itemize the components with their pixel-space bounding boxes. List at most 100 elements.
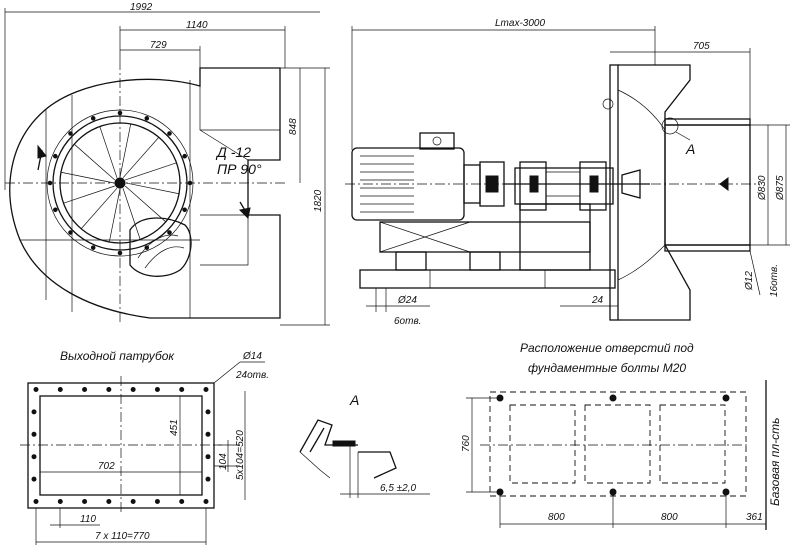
outlet-bolt-hole	[205, 409, 211, 415]
outlet-bolt-hole	[179, 387, 185, 392]
terminal-bolt	[432, 136, 442, 146]
impeller-blade	[119, 123, 132, 178]
outlet-bolt-hole	[82, 499, 88, 504]
outlet-bolt-hole	[57, 499, 63, 504]
outlet-bolt-hole	[130, 499, 136, 504]
dim-outlet-step-h: 110	[80, 514, 96, 525]
dim-outlet-step: 104	[218, 453, 229, 470]
impeller-blade	[63, 185, 115, 204]
base-plane-label: Базовая пл-сть	[768, 418, 782, 506]
volute-casing	[9, 67, 281, 319]
dim-outlet-pitch-v: 5x104=520	[235, 430, 246, 480]
outlet-bolt-hole	[31, 476, 37, 482]
flange-bottom-plate	[664, 244, 751, 252]
detail-leader	[675, 131, 691, 141]
inlet-bolt	[90, 116, 96, 121]
bearing-left	[519, 161, 547, 211]
outlet-bolt-hole	[154, 499, 160, 504]
foundation-cell-2	[584, 404, 651, 484]
rotation-arrowhead-right	[238, 207, 251, 220]
cutaway-blades	[137, 234, 185, 269]
outlet-bolt-hole	[31, 454, 37, 460]
inlet-bolt	[182, 153, 187, 159]
dim-length: Lmax-3000	[495, 18, 545, 29]
impeller-blade	[122, 188, 141, 240]
impeller-blade	[60, 171, 115, 184]
impeller-blade	[125, 162, 177, 181]
fan-lifting-lug	[602, 98, 614, 110]
dim-flange-hole-count: 16отв.	[769, 264, 780, 297]
dim-bore-count: 6отв.	[394, 316, 421, 327]
dim-outlet-hole: Ø14	[242, 351, 262, 362]
dim-outlet-depth: 705	[693, 41, 710, 52]
dim-bore-diameter: Ø24	[397, 295, 417, 306]
outlet-hole-leader	[213, 361, 241, 384]
outlet-bolt-hole	[82, 387, 88, 392]
foundation-cell-3	[659, 404, 726, 484]
outlet-bolt-hole	[106, 499, 112, 504]
detail-wall-profile	[299, 419, 358, 453]
inlet-bolt	[53, 207, 58, 213]
fan-model-label: Д -12	[215, 144, 251, 160]
outlet-bolt-hole	[179, 499, 185, 504]
dim-flange-hole: Ø12	[744, 271, 755, 291]
inlet-bolt	[144, 245, 150, 250]
detail-title: А	[349, 392, 359, 408]
frame-leg-mid	[469, 251, 501, 271]
flow-arrow	[719, 177, 729, 191]
fan-housing-profile	[618, 64, 691, 321]
outlet-flange	[664, 124, 751, 246]
outlet-bolt-hole	[31, 409, 37, 415]
inlet-bolt	[68, 230, 73, 235]
dim-outlet-hole-count: 24отв.	[235, 370, 269, 381]
motor-side-view: Lmax-3000 705	[345, 18, 790, 327]
rotation-arrowhead-left	[37, 144, 47, 159]
dim-foundation-height: 760	[461, 435, 472, 452]
dim-outlet-pitch-h: 7 x 110=770	[95, 531, 150, 542]
detail-ref-label: А	[685, 141, 695, 157]
inlet-bolt	[53, 153, 58, 159]
outlet-bolt-hole	[203, 387, 209, 392]
volute-inner-line	[45, 80, 191, 318]
outlet-title: Выходной патрубок	[60, 349, 175, 363]
impeller-blade	[122, 137, 160, 179]
foundation-layout-view: Расположение отверстий под фундаментные …	[461, 341, 782, 530]
foundation-bolt	[722, 394, 730, 402]
foundation-cell-1	[509, 404, 576, 484]
impeller-hub-side	[621, 169, 641, 199]
volute-band	[20, 86, 280, 266]
frame-beam	[379, 221, 591, 253]
outlet-bolt-hole	[205, 476, 211, 482]
dim-detail-gap: 6,5 ±2,0	[380, 483, 417, 494]
dim-flange-outer: Ø875	[775, 175, 786, 201]
dim-casing-offset: 729	[150, 40, 167, 51]
outlet-bolt-hole	[154, 387, 160, 392]
flange-top-plate	[664, 118, 751, 126]
dim-total-width: 1992	[130, 2, 153, 13]
outlet-bolt-hole	[203, 499, 209, 504]
inlet-bolt	[182, 207, 187, 213]
impeller-blade	[108, 188, 121, 243]
dim-outlet-inner-width: 702	[98, 461, 115, 472]
flange-hole-leader	[749, 250, 761, 296]
fan-housing-curves	[617, 89, 666, 281]
outlet-bolt-hole	[31, 431, 37, 437]
detail-callout-circle	[661, 117, 679, 135]
outlet-bolt-hole	[106, 387, 112, 392]
dim-outlet-height: 848	[288, 118, 299, 135]
dim-inlet-width: 1140	[186, 20, 208, 31]
inlet-bolt	[90, 245, 96, 250]
dim-outlet-inner-height: 451	[169, 419, 180, 436]
impeller-blade	[125, 182, 180, 195]
dim-foundation-offset: 361	[746, 512, 763, 523]
impeller-blade	[74, 143, 116, 181]
outlet-bolt-hole	[33, 387, 39, 392]
impeller-blades	[60, 123, 180, 243]
foundation-outline	[489, 391, 747, 497]
inlet-bolt	[167, 131, 172, 136]
detail-gasket	[332, 440, 356, 447]
detail-break-line	[299, 451, 331, 479]
frame-leg-left	[395, 251, 427, 271]
dim-foundation-span-1: 800	[548, 512, 565, 523]
